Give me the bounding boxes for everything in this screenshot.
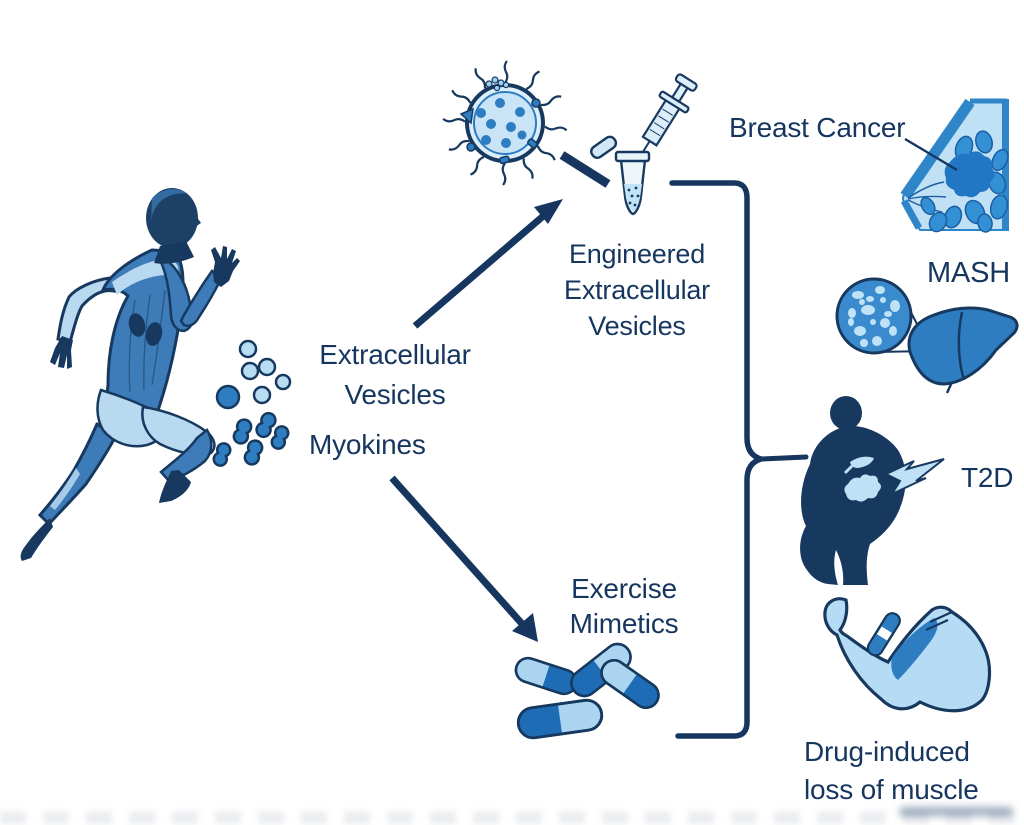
myokine-particles-icon xyxy=(212,384,290,467)
arrow-to-engineered-evs-icon xyxy=(412,199,563,329)
label-exercise-line2: Mimetics xyxy=(569,608,679,639)
dash-connector xyxy=(559,151,611,188)
obese-figure-icon xyxy=(800,396,945,585)
engineered-vesicle-icon xyxy=(442,60,568,186)
breast-tissue-icon xyxy=(900,98,1009,233)
label-engineered-evs: Engineered Extracellular Vesicles xyxy=(555,236,719,344)
arrow-to-exercise-mimetics-icon xyxy=(389,475,538,642)
bottom-artifact-strip xyxy=(0,811,1024,824)
label-extracellular-vesicles-line2: Vesicles xyxy=(344,379,446,410)
pills-icon xyxy=(514,642,660,740)
bottom-artifact-smudge xyxy=(900,807,1012,816)
syringe-tube-icon xyxy=(590,73,698,216)
label-exercise-mimetics: Exercise Mimetics xyxy=(557,571,691,641)
label-engineered-line1: Engineered xyxy=(568,239,706,269)
label-engineered-line2: Extracellular xyxy=(564,275,710,305)
label-extracellular-vesicles: Extracellular Vesicles xyxy=(315,335,475,415)
label-engineered-line3: Vesicles xyxy=(588,311,686,341)
label-breast-cancer: Breast Cancer xyxy=(729,112,906,143)
runner-figure-icon xyxy=(20,188,240,561)
label-extracellular-vesicles-line1: Extracellular xyxy=(319,339,471,370)
label-drug-induced-line2: loss of muscle xyxy=(804,774,979,805)
label-mash: MASH xyxy=(927,257,1010,289)
liver-mash-icon xyxy=(835,277,1019,394)
arm-muscle-icon xyxy=(823,597,992,713)
label-t2d: T2D xyxy=(961,462,1014,493)
label-exercise-line1: Exercise xyxy=(571,573,677,604)
label-drug-induced-line1: Drug-induced xyxy=(804,736,970,767)
label-drug-induced-muscle-loss: Drug-induced loss of muscle xyxy=(804,733,979,809)
label-myokines: Myokines xyxy=(309,429,426,460)
vesicle-particles-icon xyxy=(238,339,292,405)
brace xyxy=(669,180,809,739)
